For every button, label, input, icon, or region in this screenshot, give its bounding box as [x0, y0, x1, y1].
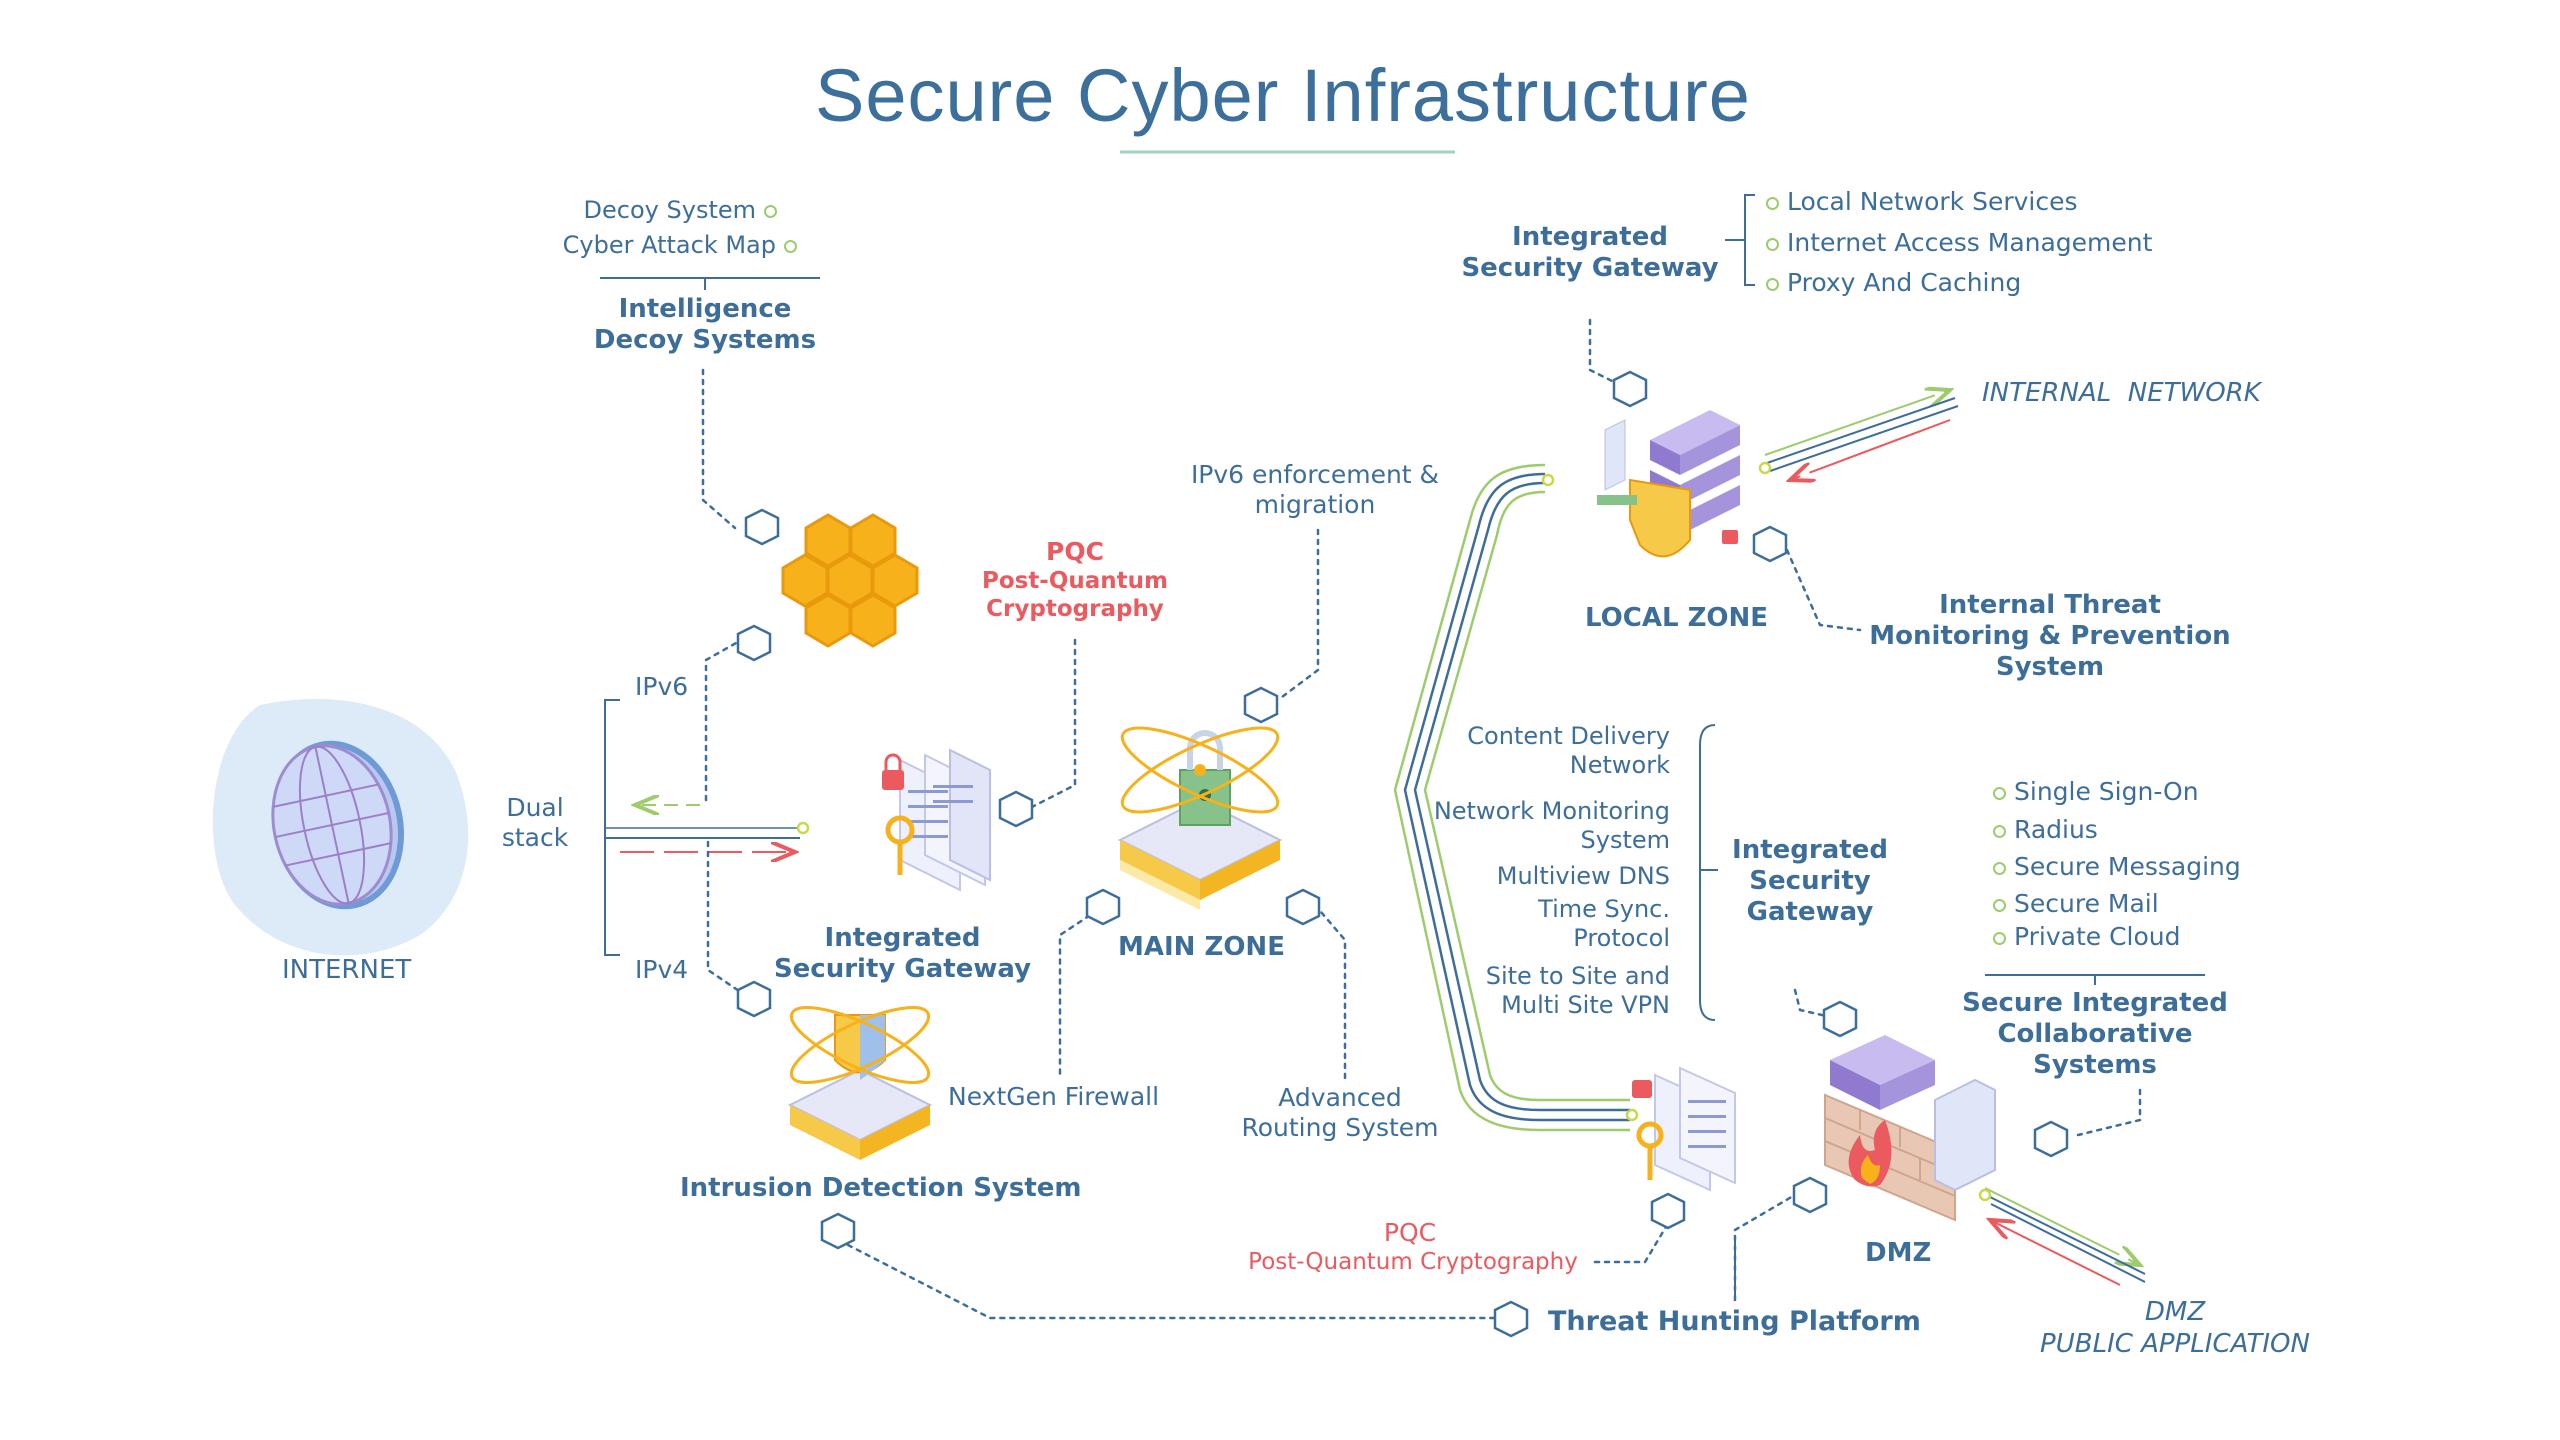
threat-hunting-label: Threat Hunting Platform [1548, 1306, 1921, 1337]
gateway-label: Integrated Security Gateway [773, 923, 1032, 985]
ipv6-label: IPv6 [635, 672, 689, 701]
intrusion-detection-device-icon [787, 1006, 933, 1160]
list-item: Site to Site and Multi Site VPN [1485, 962, 1670, 1019]
dmz-label: DMZ [1865, 1238, 1932, 1268]
ipv4-label: IPv4 [635, 955, 689, 984]
list-item: Cyber Attack Map [540, 231, 805, 260]
intelligence-title: Intelligence Decoy Systems [593, 294, 817, 356]
pqc-name: Post-Quantum Cryptography [981, 568, 1169, 622]
list-item: Time Sync. Protocol [1538, 895, 1670, 952]
main-zone-device-icon [1117, 726, 1283, 910]
ipv6-enforcement-label: IPv6 enforcement & migration [1190, 460, 1440, 519]
internet-globe-icon [212, 698, 469, 956]
routing-label: Advanced Routing System [1241, 1083, 1439, 1142]
pqc-name: Post-Quantum Cryptography [1248, 1249, 1578, 1275]
local-zone-label: LOCAL ZONE [1585, 603, 1769, 633]
main-zone-label: MAIN ZONE [1118, 932, 1285, 962]
ids-label: Intrusion Detection System [680, 1173, 1082, 1203]
security-gateway-device-icon [882, 748, 991, 892]
dmz-firewall-icon [1824, 1035, 1996, 1222]
list-item: Radius [1985, 815, 2098, 845]
list-item: Single Sign-On [1985, 777, 2199, 807]
list-item: Multiview DNS [1496, 862, 1670, 890]
internal-network-label: INTERNAL NETWORK [1982, 378, 2261, 408]
dmz-public-line1: DMZ [2144, 1297, 2206, 1327]
list-item: Secure Messaging [1985, 852, 2241, 882]
page-title: Secure Cyber Infrastructure [815, 54, 1751, 137]
list-item: Content Delivery Network [1467, 722, 1670, 779]
collab-title: Secure Integrated Collaborative Systems [1962, 988, 2228, 1081]
pqc-abbr: PQC [1383, 1218, 1437, 1247]
pqc-abbr: PQC [1046, 537, 1104, 566]
local-gateway-label: Integrated Security Gateway [1461, 222, 1719, 284]
dmz-gateway-label: Integrated Security Gateway [1732, 835, 1888, 928]
list-item: Private Cloud [1985, 922, 2181, 952]
dmz-public-line2: PUBLIC APPLICATION [2040, 1329, 2310, 1359]
list-item: Proxy And Caching [1758, 268, 2021, 298]
list-item: Local Network Services [1758, 187, 2078, 217]
list-item: Decoy System [560, 196, 785, 225]
firewall-label: NextGen Firewall [948, 1082, 1160, 1111]
list-item: Secure Mail [1985, 889, 2159, 919]
list-item: Internet Access Management [1758, 228, 2152, 258]
internal-threat-label: Internal Threat Monitoring & Prevention … [1869, 590, 2231, 683]
list-item: Network Monitoring System [1433, 797, 1670, 854]
internet-label: INTERNET [282, 955, 412, 985]
dmz-gateway-device-icon [1632, 1066, 1736, 1192]
local-zone-server-icon [1597, 410, 1740, 558]
dual-stack-label: Dual stack [501, 793, 569, 852]
honeycomb-decoy-icon [781, 513, 919, 648]
